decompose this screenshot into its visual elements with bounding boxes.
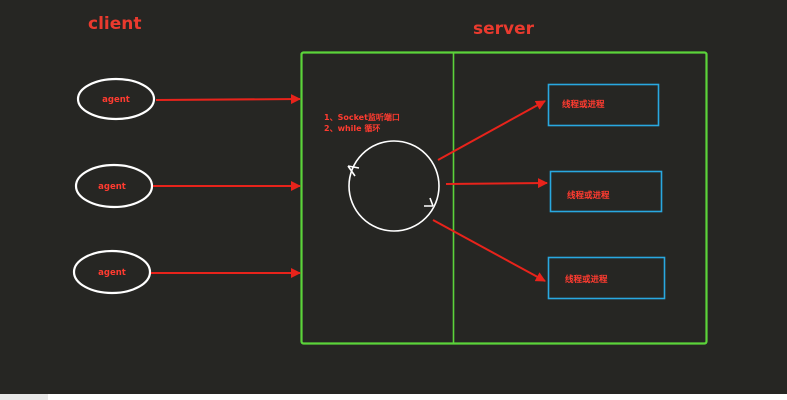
agent-node-1: agent xyxy=(76,77,156,121)
loop-arrow-icon xyxy=(347,165,360,177)
worker-arrow-2 xyxy=(445,178,548,189)
worker-rect xyxy=(547,83,660,127)
agent-label: agent xyxy=(98,268,126,278)
agent-ellipse xyxy=(76,77,156,121)
worker-label: 线程或进程 xyxy=(565,274,608,285)
server-box xyxy=(300,51,708,345)
agent-label: agent xyxy=(102,95,130,105)
agent-node-3: agent xyxy=(72,249,152,295)
worker-arrow-1 xyxy=(437,100,546,161)
note-socket-listen: 1、Socket监听端口 xyxy=(324,112,400,122)
worker-box-3: 线程或进程 xyxy=(547,256,666,300)
worker-box-2: 线程或进程 xyxy=(549,170,663,213)
client-heading: client xyxy=(88,14,142,34)
loop-arrow-icon xyxy=(424,197,434,207)
client-arrow-1 xyxy=(155,94,301,105)
loop-cycle xyxy=(347,140,440,232)
worker-label: 线程或进程 xyxy=(562,99,605,110)
server-heading: server xyxy=(473,19,535,39)
note-while-loop: 2、while 循环 xyxy=(324,123,380,133)
loop-circle xyxy=(348,140,440,232)
worker-label: 线程或进程 xyxy=(567,190,610,201)
bottom-strip xyxy=(0,394,48,400)
worker-arrow-3 xyxy=(432,219,546,282)
agent-node-2: agent xyxy=(74,163,154,209)
worker-rect xyxy=(547,256,666,300)
agent-label: agent xyxy=(98,182,126,192)
agent-ellipse xyxy=(72,249,152,295)
worker-rect xyxy=(549,170,663,213)
agent-ellipse xyxy=(74,163,154,209)
worker-box-1: 线程或进程 xyxy=(547,83,660,127)
